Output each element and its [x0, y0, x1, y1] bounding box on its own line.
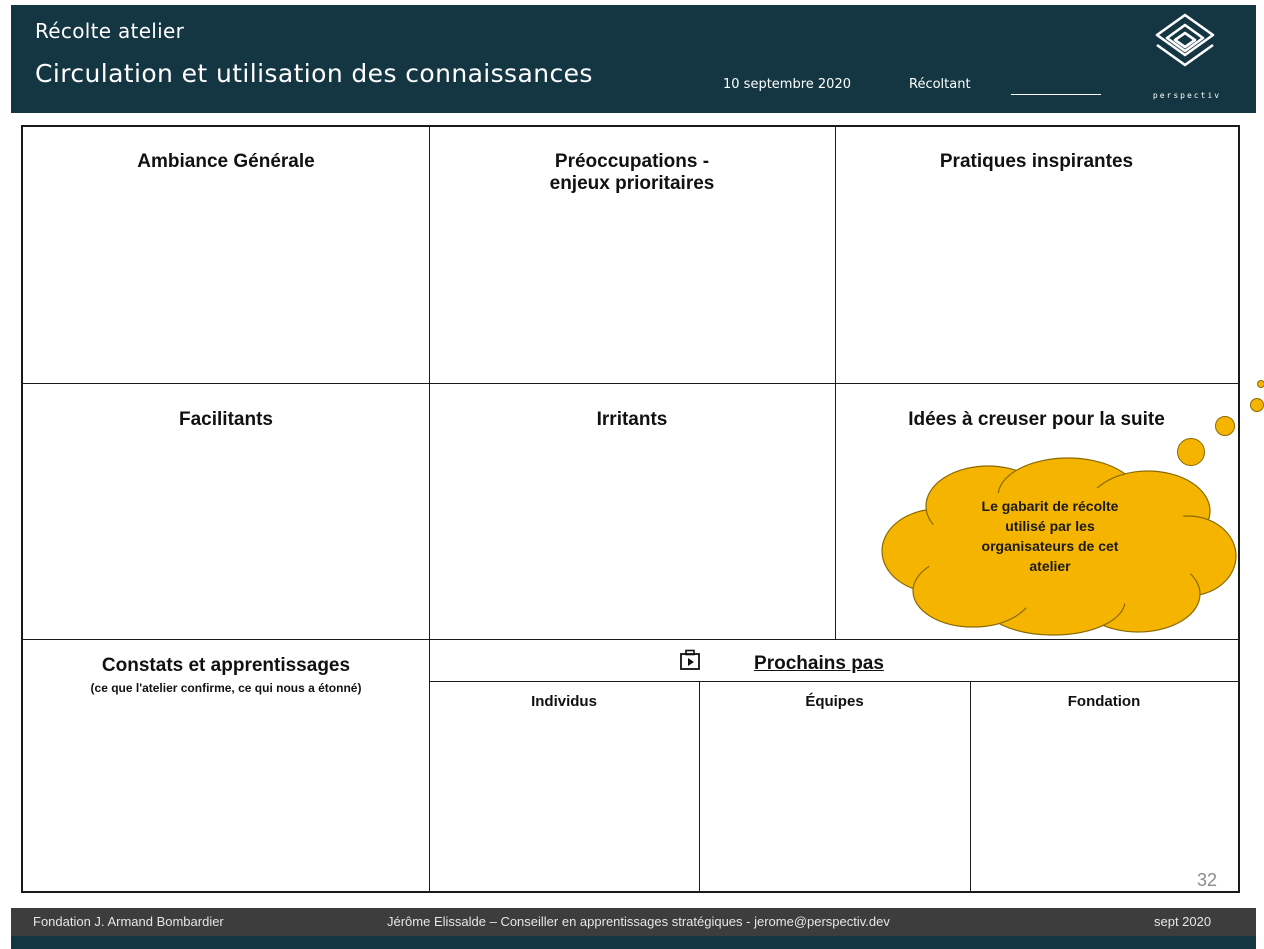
- header-band: Récolte atelier Circulation et utilisati…: [11, 5, 1256, 113]
- harvest-grid: Ambiance Générale Préoccupations - enjeu…: [21, 125, 1240, 893]
- cell-irritants: Irritants: [429, 383, 835, 639]
- column-equipes: Équipes: [805, 693, 864, 710]
- cell-title: Prochains pas: [754, 653, 884, 674]
- grid-divider: [23, 383, 1238, 384]
- header-title: Circulation et utilisation des connaissa…: [35, 59, 593, 88]
- callout-line: organisateurs de cet: [981, 538, 1119, 554]
- callout-line: Le gabarit de récolte: [981, 498, 1119, 514]
- grid-divider: [429, 127, 430, 891]
- cell-title: Ambiance Générale: [137, 151, 315, 172]
- footer-strip: [11, 936, 1256, 949]
- thought-bubble-dot: [1215, 416, 1235, 436]
- grid-divider: [699, 681, 700, 891]
- cell-title: Préoccupations - enjeux prioritaires: [549, 151, 715, 194]
- perspectiv-logo-icon: [1155, 13, 1215, 67]
- header-date: 10 septembre 2020: [723, 77, 851, 92]
- footer-date: sept 2020: [1154, 914, 1212, 929]
- cell-title: Constats et apprentissages: [101, 655, 351, 676]
- cell-title: Irritants: [596, 409, 668, 430]
- cell-subtitle: (ce que l'atelier confirme, ce qui nous …: [90, 681, 362, 695]
- cell-idees: Idées à creuser pour la suite: [835, 383, 1238, 639]
- thought-bubble-dot: [1250, 398, 1264, 412]
- footer-bar: Fondation J. Armand Bombardier Jérôme El…: [11, 908, 1256, 936]
- callout-line: utilisé par les: [1005, 518, 1095, 534]
- grid-divider: [23, 639, 1238, 640]
- grid-divider: [429, 681, 1238, 682]
- footer-author: Jérôme Elissalde – Conseiller en apprent…: [387, 914, 890, 929]
- grid-divider: [970, 681, 971, 891]
- recorder-blank-line: [1011, 94, 1101, 95]
- thought-bubble-dot: [1257, 380, 1264, 388]
- cell-title: Facilitants: [179, 409, 273, 430]
- column-fondation: Fondation: [1067, 693, 1141, 710]
- callout-line: atelier: [1029, 558, 1071, 574]
- recorder-label: Récoltant: [909, 77, 971, 92]
- cell-facilitants: Facilitants: [23, 383, 429, 639]
- cell-title: Pratiques inspirantes: [939, 151, 1134, 172]
- logo-wordmark: perspectiv: [1152, 91, 1222, 100]
- callout-text: Le gabarit de récolte utilisé par les or…: [935, 496, 1165, 576]
- page-number: 32: [1197, 870, 1218, 890]
- callout-cloud: [881, 457, 1237, 636]
- cell-pratiques: Pratiques inspirantes: [835, 127, 1238, 383]
- briefcase-play-icon: [680, 649, 700, 670]
- thought-bubble-dot: [1177, 438, 1205, 466]
- footer-organization: Fondation J. Armand Bombardier: [33, 914, 224, 929]
- cell-preoccupations: Préoccupations - enjeux prioritaires: [429, 127, 835, 383]
- cell-constats: Constats et apprentissages (ce que l'ate…: [23, 639, 429, 891]
- cell-ambiance: Ambiance Générale: [23, 127, 429, 383]
- column-individus: Individus: [531, 693, 597, 710]
- header-subtitle: Récolte atelier: [35, 19, 185, 43]
- cell-prochains-pas: Prochains pas: [429, 639, 1238, 681]
- cell-title: Idées à creuser pour la suite: [908, 409, 1165, 430]
